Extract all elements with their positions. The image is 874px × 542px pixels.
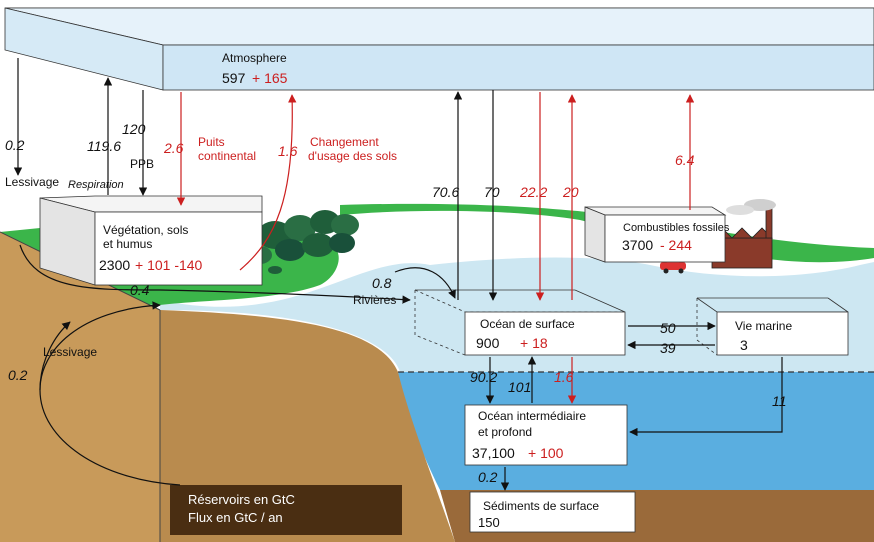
marine-to-deep-value: 11 [772,393,787,409]
vegetation-change: + 101 -140 [135,257,203,273]
marine-life-stock: 3 [740,337,748,353]
vegetation-label-line1: Végétation, sols [103,223,188,237]
marine-to-deep-arrow [629,357,783,437]
vegetation-stock: 2300 [99,257,130,273]
red-downwelling-value: 1.6 [554,369,574,385]
respiration-value: 119.6 [87,138,121,154]
atmosphere-stock: 597 [222,70,246,86]
deep-ocean-label-line1: Océan intermédiaire [478,409,586,423]
lessivage-side-label: Lessivage [43,345,97,359]
land-use-label-line1: Changement [310,135,379,149]
legend-line1: Réservoirs en GtC [188,492,295,507]
soil-cross-section [0,232,160,542]
deep-ocean-reservoir: Océan intermédiaire et profond 37,100 + … [464,404,628,466]
lessivage-top-value: 0.2 [5,137,25,153]
land-sink-label-line1: Puits [198,135,225,149]
land-use-arrow [239,94,297,271]
lessivage-side-arrow [39,301,181,486]
fossil-fuel-reservoir: Combustibles fossiles 3700 - 244 [584,206,730,263]
surface-ocean-change: + 18 [520,335,548,351]
ocean-outgas-value: 70.6 [432,184,459,200]
fossil-label: Combustibles fossiles [623,222,730,234]
fossil-change: - 244 [660,237,692,253]
legend-line2: Flux en GtC / an [188,510,283,525]
soil-cliff [160,310,455,542]
atmosphere-reservoir: Atmosphere 597 + 165 [4,7,874,91]
surface-ocean-label: Océan de surface [480,317,575,331]
ocean-red-uptake-value: 22.2 [519,184,547,200]
sediments-label: Sédiments de surface [483,499,599,513]
land-use-value: 1.6 [278,143,298,159]
downwelling-value: 90.2 [470,369,497,385]
atmosphere-change: + 165 [252,70,288,86]
lessivage-side-value: 0.2 [8,367,28,383]
upwelling-value: 101 [508,379,531,395]
surface-ocean-stock: 900 [476,335,500,351]
deep-ocean-change: + 100 [528,445,564,461]
sediments-stock: 150 [478,515,500,530]
rivers-arrow [394,267,456,299]
ppb-value: 120 [122,121,146,137]
forest-icon [232,210,359,274]
legend: Réservoirs en GtC Flux en GtC / an [170,485,402,535]
ppb-label: PPB [130,157,154,171]
surface-ocean-reservoir: Océan de surface 900 + 18 [414,289,626,356]
rivers-value: 0.8 [372,275,392,291]
from-marine-value: 39 [660,340,676,356]
marine-life-label: Vie marine [735,319,792,333]
land-sink-label-line2: continental [198,149,256,163]
soil-runoff-value: 0.4 [130,282,150,298]
soil-runoff-arrow [19,244,411,304]
to-marine-value: 50 [660,320,676,336]
lessivage-top-label: Lessivage [5,175,59,189]
vegetation-reservoir: Végétation, sols et humus 2300 + 101 -14… [39,195,263,286]
land-sink-value: 2.6 [163,140,184,156]
sediments-reservoir: Sédiments de surface 150 [469,491,636,533]
sediment-value: 0.2 [478,469,498,485]
respiration-label: Respiration [68,179,124,191]
ocean-red-outgas-value: 20 [562,184,579,200]
fossil-emission-value: 6.4 [675,152,695,168]
ocean-uptake-value: 70 [484,184,500,200]
vegetation-label-line2: et humus [103,237,152,251]
atmosphere-label: Atmosphere [222,51,287,65]
fossil-stock: 3700 [622,237,653,253]
rivers-label: Rivières [353,293,396,307]
deep-ocean-stock: 37,100 [472,445,515,461]
deep-ocean-label-line2: et profond [478,425,532,439]
land-use-label-line2: d'usage des sols [308,149,397,163]
marine-life-reservoir: Vie marine 3 [696,297,849,356]
